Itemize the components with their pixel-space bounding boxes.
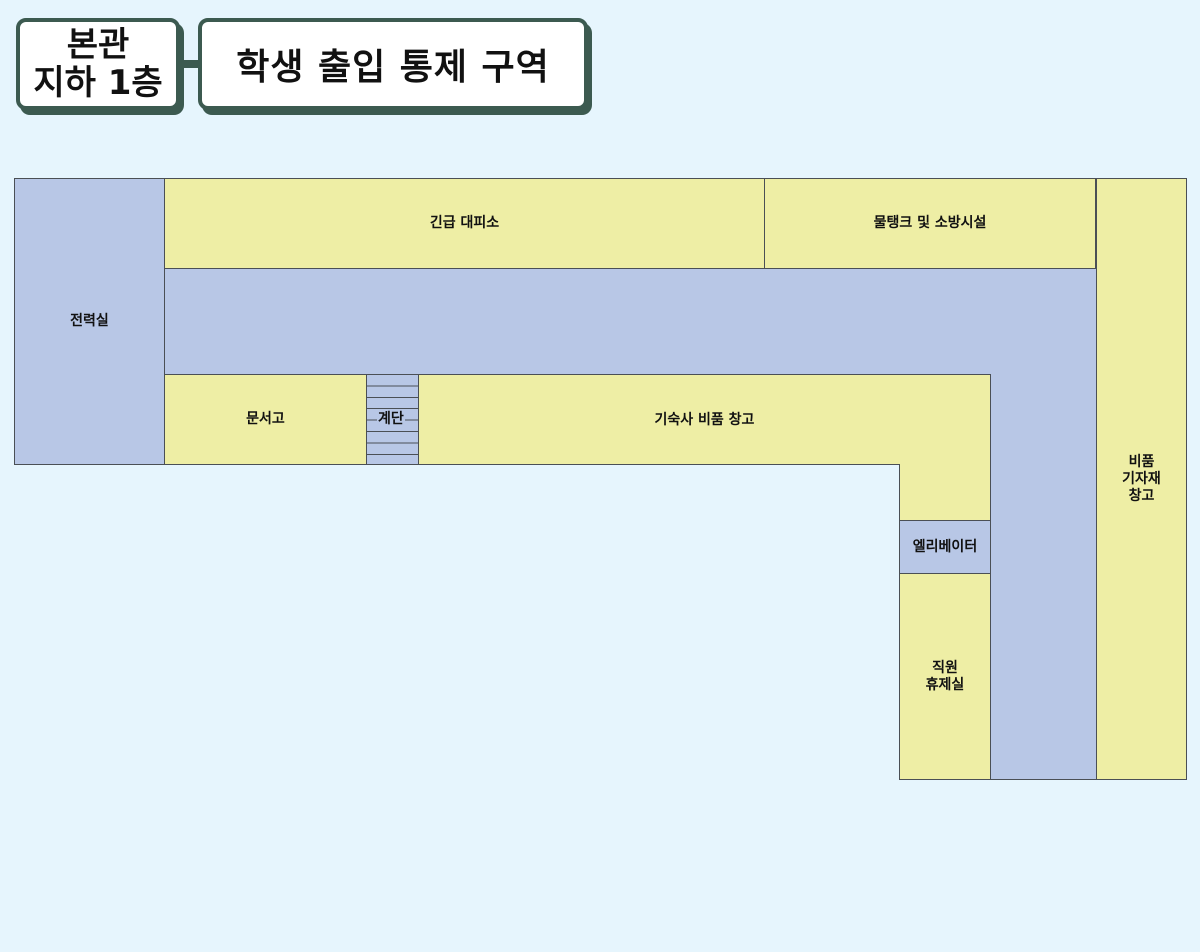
staff-lounge-label-2: 휴제실 (925, 676, 965, 693)
corridor-horizontal (165, 269, 1096, 374)
dorm-storage-join (900, 463, 990, 466)
staff-lounge-label-1: 직원 (932, 659, 958, 676)
floor-name: 지하 1층 (33, 63, 163, 103)
page-title: 학생 출입 통제 구역 (198, 18, 588, 110)
floor-location-label: 본관 지하 1층 (16, 18, 180, 110)
dorm-storage-edge (418, 464, 900, 465)
room-dorm-storage: 기숙사 비품 창고 (418, 374, 991, 465)
equipment-label-1: 비품 (1128, 453, 1155, 470)
room-staff-lounge: 직원 휴제실 (899, 573, 991, 780)
room-power: 전력실 (14, 178, 165, 465)
room-emergency-shelter: 긴급 대피소 (164, 178, 765, 269)
corridor-edge (990, 779, 1096, 780)
room-equipment-storage: 비품 기자재 창고 (1096, 178, 1187, 780)
title-connector (178, 60, 200, 68)
stairs-label: 계단 (377, 411, 405, 427)
room-dorm-storage-extension (899, 464, 991, 521)
elevator: 엘리베이터 (899, 520, 991, 574)
room-water-tank: 물탱크 및 소방시설 (764, 178, 1096, 269)
corridor-vertical (990, 269, 1096, 780)
building-name: 본관 (66, 25, 130, 65)
equipment-label-2: 기자재 (1122, 470, 1161, 487)
equipment-label-3: 창고 (1128, 487, 1155, 504)
room-document-storage: 문서고 (164, 374, 367, 465)
